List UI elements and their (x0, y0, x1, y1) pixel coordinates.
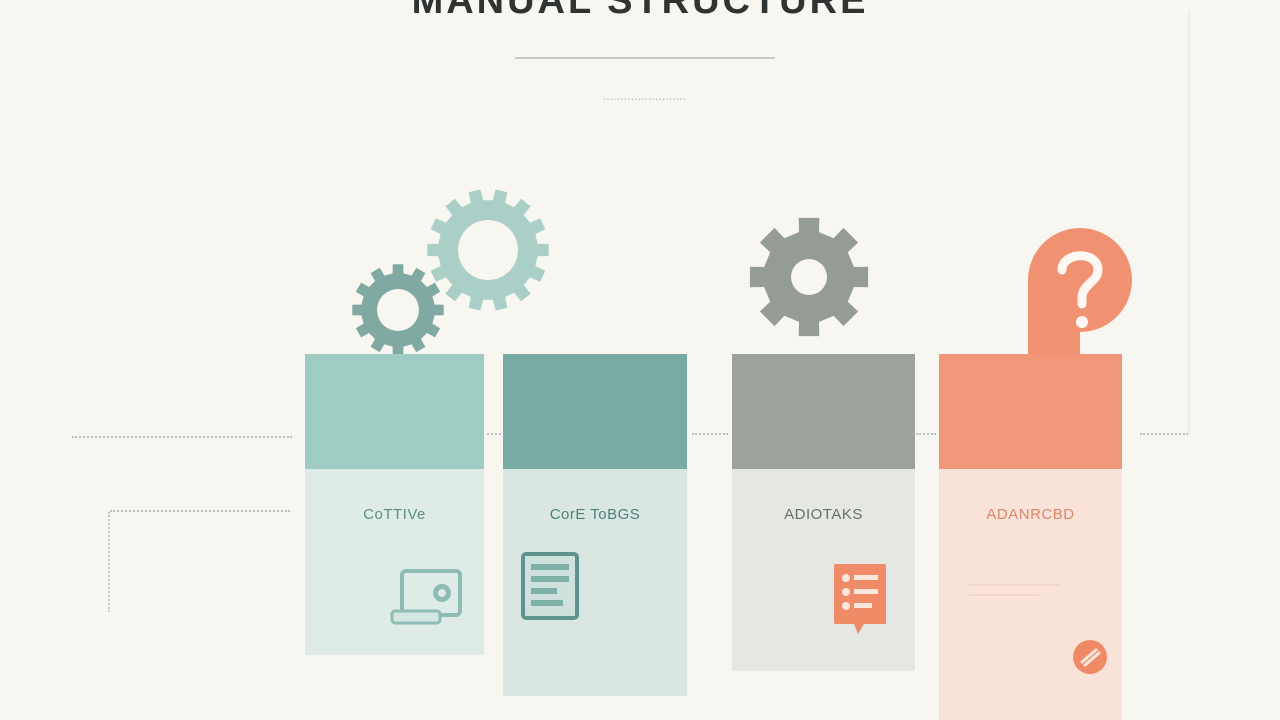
section-label: CoTTIVe (363, 506, 426, 523)
monitor-icon (390, 569, 462, 625)
gears-icon (352, 189, 549, 356)
gear-shape (427, 189, 549, 311)
section-card-body (305, 469, 484, 655)
section-card-header (305, 354, 484, 469)
page-title: MANUAL STRUCTURE (411, 0, 869, 22)
section-card-header (939, 354, 1122, 469)
connector-line-vertical (108, 512, 110, 612)
question-icon (1028, 228, 1132, 356)
gear-shape (352, 264, 444, 356)
section-label: ADANRCBD (986, 506, 1075, 523)
section-label: ADIOTAKS (784, 506, 863, 523)
gear-shape (749, 217, 869, 337)
edit-badge-icon (1073, 640, 1107, 674)
section-card-header (732, 354, 915, 469)
connector-line-left (72, 436, 292, 438)
connector-line-right (1140, 433, 1188, 435)
section-card-4: ADANRCBD (939, 354, 1122, 720)
page-subtitle: ꞏꞏꞏꞏꞏꞏꞏꞏꞏꞏꞏꞏꞏꞏꞏꞏꞏꞏꞏꞏꞏꞏꞏꞏ (603, 95, 687, 104)
section-card-2: CorE ToBGS (503, 354, 687, 696)
section-label: CorE ToBGS (549, 506, 641, 523)
section-card-3: ADIOTAKS (732, 354, 915, 671)
title-divider (515, 57, 775, 59)
connector-line-gap-1 (487, 433, 501, 435)
placeholder-text-lines (969, 584, 1069, 604)
section-card-header (503, 354, 687, 469)
section-card-1: CoTTIVe (305, 354, 484, 655)
frame-line (1188, 10, 1190, 435)
gear-icon (749, 217, 869, 337)
connector-line-lower (110, 510, 290, 512)
document-icon (521, 552, 579, 620)
connector-line-gap-2 (692, 433, 728, 435)
checklist-bubble-icon (834, 564, 886, 634)
connector-line-gap-3 (916, 433, 936, 435)
